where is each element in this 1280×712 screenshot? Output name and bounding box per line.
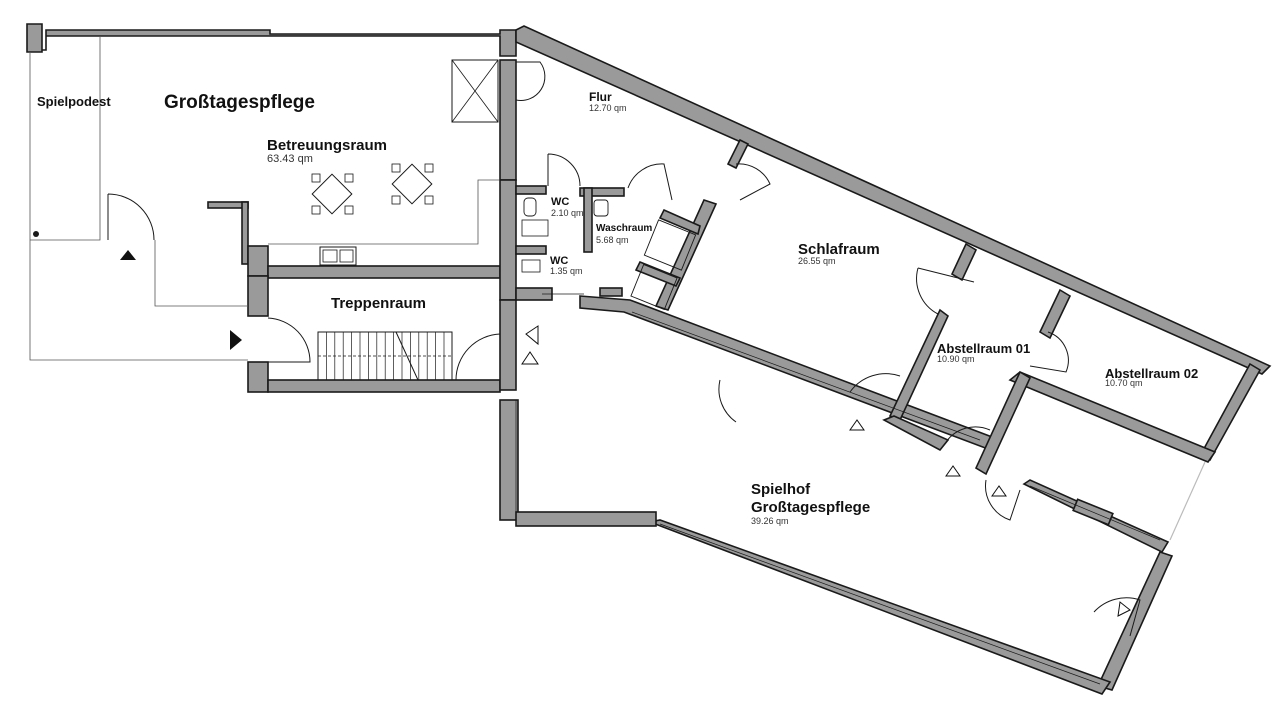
room-label-abstellraum-01: Abstellraum 01 xyxy=(937,341,1031,356)
room-area-spielhof: 39.26 qm xyxy=(751,516,789,526)
plan-title: Großtagespflege xyxy=(164,92,315,113)
room-label-betreuungsraum: Betreuungsraum xyxy=(267,137,388,154)
room-label-spielhof-line1: Spielhof xyxy=(751,481,811,498)
skylight-icon xyxy=(451,59,499,123)
room-area-abstellraum-01: 10.90 qm xyxy=(937,354,975,364)
room-area-wc-1: 2.10 qm xyxy=(551,208,584,218)
room-label-spielhof-line2: Großtagespflege xyxy=(751,499,871,516)
toilet-icon xyxy=(521,259,541,273)
shower-icon xyxy=(630,219,697,311)
room-area-abstellraum-02: 10.70 qm xyxy=(1105,378,1143,388)
room-area-wc-2: 1.35 qm xyxy=(550,266,583,276)
room-label-spielpodest: Spielpodest xyxy=(37,94,111,109)
room-area-betreuungsraum: 63.43 qm xyxy=(267,153,313,165)
toilet-icon xyxy=(521,197,549,237)
entrance-markers xyxy=(120,250,1131,617)
window-lines xyxy=(515,293,1206,685)
room-label-abstellraum-02: Abstellraum 02 xyxy=(1105,366,1199,381)
staircase xyxy=(317,331,453,381)
room-area-waschraum: 5.68 qm xyxy=(596,235,629,245)
room-area-flur: 12.70 qm xyxy=(589,103,627,113)
walls-right-block xyxy=(515,25,1272,695)
door-swings xyxy=(107,61,1141,637)
room-label-flur: Flur xyxy=(589,90,612,104)
kitchen-counter xyxy=(268,179,500,245)
room-area-schlafraum: 26.55 qm xyxy=(798,256,836,266)
table-icon xyxy=(391,163,434,205)
room-label-wc-1: WC xyxy=(551,196,570,208)
spielpodest-outline xyxy=(29,36,248,361)
walls-left-block xyxy=(26,23,553,521)
room-label-schlafraum: Schlafraum xyxy=(798,241,880,258)
room-label-waschraum: Waschraum xyxy=(596,223,653,234)
washbasin-icon xyxy=(593,199,609,217)
table-icon xyxy=(311,173,354,215)
room-label-wc-2: WC xyxy=(550,255,569,267)
room-label-treppenraum: Treppenraum xyxy=(331,295,427,312)
sink-icon xyxy=(319,246,357,266)
